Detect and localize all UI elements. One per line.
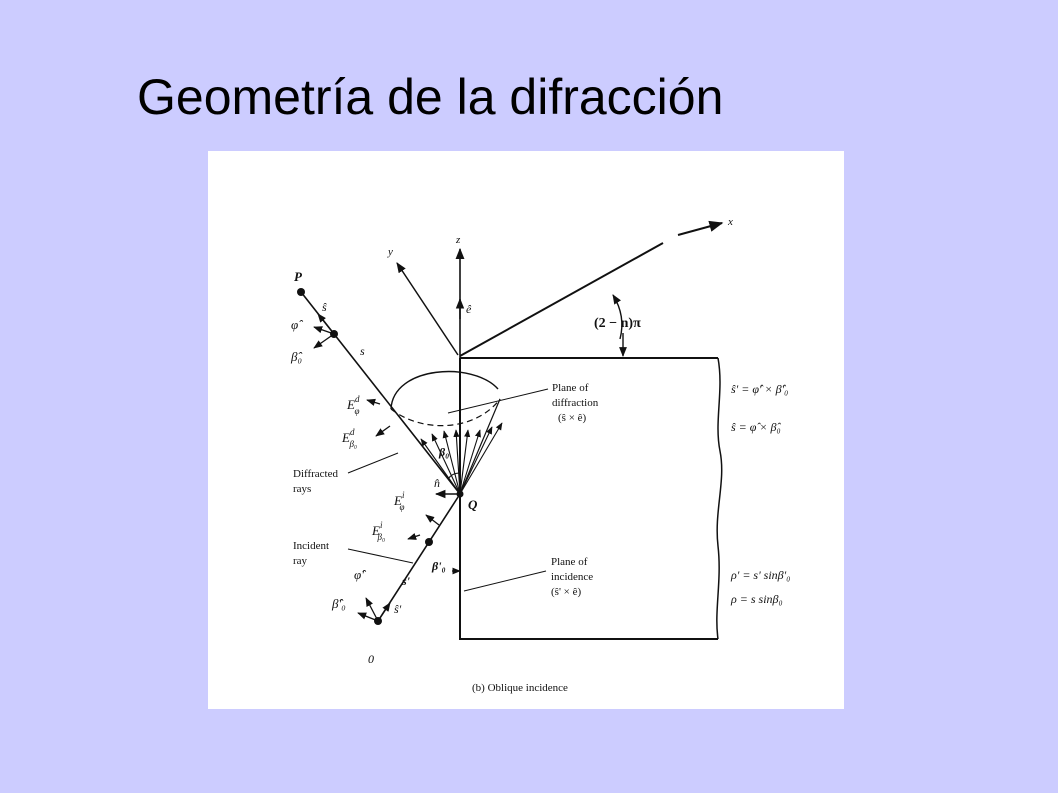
equation-s-hat-inc: ŝ' = φ̂' × β̂'₀ xyxy=(731,382,788,396)
diffracted-ray xyxy=(453,429,461,495)
y-axis-label: y xyxy=(387,246,393,258)
incident-ray-label: Incident ray xyxy=(293,540,332,567)
incident-field-point xyxy=(425,538,433,546)
cone-upper-arc xyxy=(390,370,499,410)
wedge-angle-label: (2 − n)π xyxy=(594,316,641,331)
equation-rho-inc: ρ' = s' sinβ'₀ xyxy=(730,568,790,582)
point-P-label: P xyxy=(294,269,303,284)
wedge-wavy-edge xyxy=(716,357,723,640)
n-hat-label: n̂ xyxy=(434,476,440,490)
s-hat-label: ŝ xyxy=(322,300,327,314)
diffracted-ray xyxy=(459,429,471,495)
diffraction-figure: x z y ê (2 − n)π P s xyxy=(208,151,844,709)
e-hat-label: ê xyxy=(466,302,472,316)
incidence-plane-label: Plane of incidence (ŝ' × ê) xyxy=(551,556,596,598)
s-hat-vector xyxy=(317,313,335,335)
phi-hat-inc-vector xyxy=(365,597,379,622)
E-beta-i-arrow xyxy=(407,532,421,540)
beta0-inc-label: β'₀ xyxy=(431,559,446,573)
diffraction-diagram: x z y ê (2 − n)π P s xyxy=(290,216,790,694)
equation-rho: ρ = s sinβ₀ xyxy=(730,592,783,606)
diffracted-rays-leader xyxy=(347,452,399,474)
phi-hat-vector xyxy=(313,326,335,335)
incidence-plane-leader xyxy=(463,570,547,592)
figure-caption: (b) Oblique incidence xyxy=(472,682,568,694)
path-s-inc-label: s' xyxy=(401,574,411,588)
incident-path xyxy=(377,493,461,622)
phi-hat-label: φ̂ xyxy=(291,317,303,332)
diffracted-rays-label: Diffracted rays xyxy=(293,468,341,495)
E-beta-d-arrow xyxy=(375,425,391,437)
x-axis-tip xyxy=(677,220,724,236)
equation-s-hat: ŝ = φ̂ × β̂₀ xyxy=(731,420,781,434)
diffraction-plane-leader xyxy=(447,388,549,414)
z-axis-label: z xyxy=(455,234,461,246)
beta0-angle-arc xyxy=(447,472,461,480)
diffracted-ray xyxy=(459,422,503,495)
E-phi-d-arrow xyxy=(366,398,381,406)
cone-right-edge xyxy=(459,398,501,495)
path-s-label: s xyxy=(360,344,365,358)
diffracted-ray xyxy=(459,426,493,495)
diffracted-ray xyxy=(442,430,461,495)
wedge-angle-arc xyxy=(612,294,623,340)
beta0-label: β₀ xyxy=(438,445,449,459)
cone-lower-arc-dashed xyxy=(390,398,501,427)
s-hat-inc-vector xyxy=(377,602,391,622)
diffraction-plane-label: Plane of diffraction (ŝ × ê) xyxy=(552,382,601,424)
diffracted-ray xyxy=(431,433,461,495)
beta0-hat-label: β̂₀ xyxy=(290,349,302,364)
point-Q-label: Q xyxy=(468,497,478,512)
s-hat-inc-label: ŝ' xyxy=(394,602,402,616)
phi-hat-inc-label: φ̂' xyxy=(354,567,366,582)
beta0-hat-vector xyxy=(313,333,335,349)
incident-ray-leader xyxy=(347,548,414,564)
slide-title: Geometría de la difracción xyxy=(137,69,724,125)
point-P xyxy=(297,288,305,296)
diffracted-ray xyxy=(459,429,481,495)
x-axis-label: x xyxy=(727,216,733,228)
point-O-label: 0 xyxy=(368,652,374,666)
E-phi-i-arrow xyxy=(425,514,440,526)
y-axis xyxy=(396,262,459,356)
beta0-hat-inc-label: β̂'₀ xyxy=(331,596,346,611)
x-axis xyxy=(459,242,664,357)
beta0-hat-inc-vector xyxy=(357,612,379,622)
